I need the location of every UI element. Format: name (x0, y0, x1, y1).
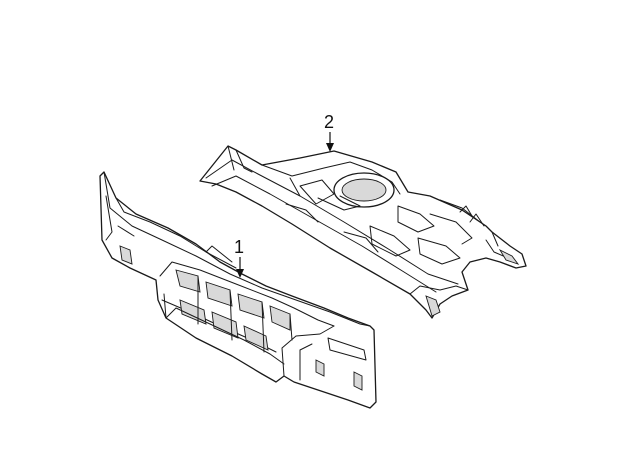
rear-body-panel (99, 171, 377, 409)
callout-1: 1 (234, 237, 244, 278)
callout-2-label: 2 (324, 112, 334, 132)
callout-2: 2 (324, 112, 334, 152)
rear-shelf-panel (199, 145, 527, 319)
callout-1-arrowhead (236, 269, 244, 278)
callout-2-arrowhead (326, 143, 334, 152)
callout-1-label: 1 (234, 237, 244, 257)
